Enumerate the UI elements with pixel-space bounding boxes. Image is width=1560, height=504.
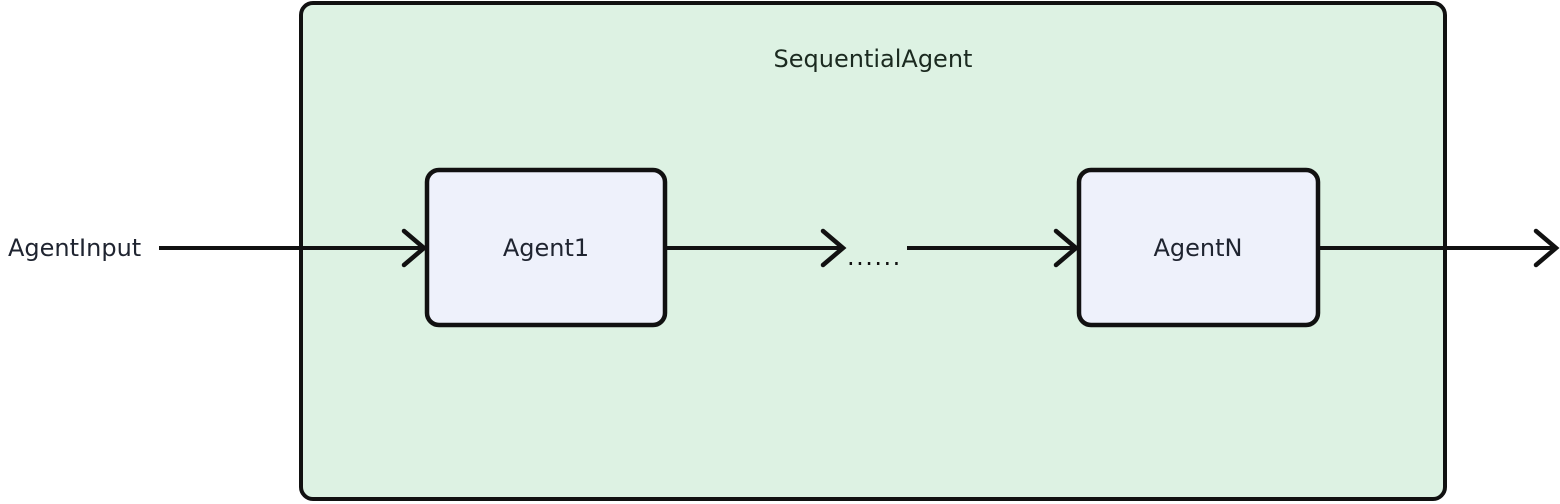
agent-input-label: AgentInput bbox=[8, 234, 141, 262]
sequential-agent-title: SequentialAgent bbox=[774, 45, 973, 73]
node-agent1[interactable]: Agent1 bbox=[424, 167, 668, 328]
node-agentn-label: AgentN bbox=[1154, 234, 1243, 262]
sequential-agent-group-box[interactable] bbox=[299, 1, 1447, 501]
node-agent1-label: Agent1 bbox=[503, 234, 589, 262]
edge-agent1-to-ellipsis bbox=[667, 228, 847, 268]
node-agent1-box[interactable] bbox=[424, 167, 668, 328]
ellipsis-label: ...... bbox=[847, 243, 902, 271]
edge-input-to-agent1 bbox=[159, 228, 428, 268]
sequential-agent-group[interactable]: SequentialAgent bbox=[299, 1, 1447, 501]
edge-agentn-to-output-arrowhead bbox=[1533, 228, 1560, 268]
edge-input-to-agent1-arrowhead bbox=[401, 228, 428, 268]
node-agentn-box[interactable] bbox=[1076, 167, 1321, 328]
edge-agent1-to-ellipsis-arrowhead bbox=[820, 228, 847, 268]
edge-ellipsis-to-agentn bbox=[907, 228, 1080, 268]
edge-ellipsis-to-agentn-arrowhead bbox=[1053, 228, 1080, 268]
edge-agentn-to-output bbox=[1320, 228, 1560, 268]
node-agentn[interactable]: AgentN bbox=[1076, 167, 1321, 328]
